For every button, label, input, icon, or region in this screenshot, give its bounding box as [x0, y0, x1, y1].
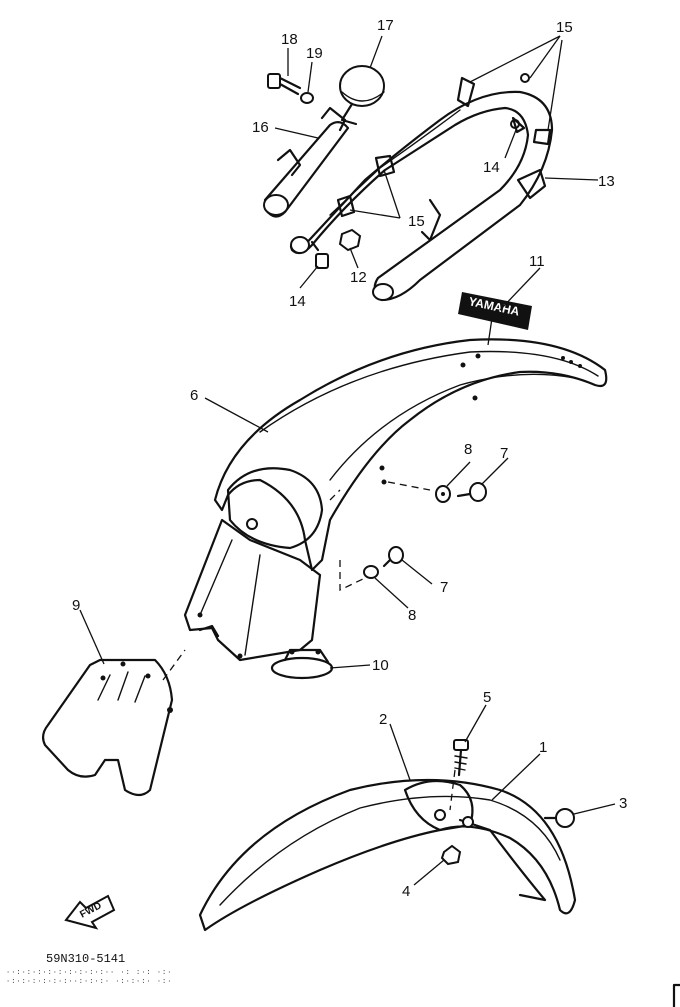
nut-12: [338, 228, 362, 252]
yamaha-emblem: YAMAHA: [458, 292, 532, 330]
callout-7-upper: 7: [500, 445, 508, 462]
callout-17: 17: [377, 17, 394, 34]
drawing-code-block: 59N310-5141 ··:·:·:·:·:·:·:·:·:·· ·: :·:…: [6, 952, 172, 986]
callout-15-top: 15: [556, 19, 573, 36]
callout-16: 16: [252, 119, 269, 136]
callout-18: 18: [281, 31, 298, 48]
bolt-18: [267, 73, 302, 96]
corner-mark: [672, 983, 680, 1007]
tail-light: [339, 65, 385, 126]
callout-8-lower: 8: [408, 607, 416, 624]
fwd-arrow-icon: FWD: [64, 894, 116, 930]
washer-19: [300, 92, 314, 104]
scan-noise: ··:·:·:·:·:·:·:·:·:·· ·: :·: ·:·: [6, 969, 172, 977]
washer-8-upper: [435, 485, 451, 503]
callout-14-lower: 14: [289, 293, 306, 310]
screw-7-lower: [382, 546, 404, 568]
callout-12: 12: [350, 269, 367, 286]
callout-9: 9: [72, 597, 80, 614]
front-fender: [198, 778, 577, 932]
bolt-4: [440, 844, 462, 866]
callout-4: 4: [402, 883, 410, 900]
callout-7-lower: 7: [440, 579, 448, 596]
bolt-14-lower: [310, 240, 329, 269]
leader-lines: [79, 35, 616, 886]
callout-10: 10: [372, 657, 389, 674]
scan-noise-2: ·:·:·:·:·:·:··:·:·:· ·:·:·:· ·:·: [6, 978, 172, 986]
callout-13: 13: [598, 173, 615, 190]
callout-11: 11: [529, 253, 545, 270]
callout-15-mid: 15: [408, 213, 425, 230]
callout-8-upper: 8: [464, 441, 472, 458]
callout-14-upper: 14: [483, 159, 500, 176]
callout-labels: 18 19 17 15 16 14 13 15 12 14 11 6 8 7 7…: [72, 17, 627, 900]
washer-8-lower: [363, 565, 379, 579]
bolt-14-upper: [511, 116, 526, 134]
callout-6: 6: [190, 387, 198, 404]
callout-19: 19: [306, 45, 323, 62]
rear-fender: [162, 338, 608, 811]
callout-2: 2: [379, 711, 387, 728]
bolt-3: [543, 808, 575, 828]
callout-5: 5: [483, 689, 491, 706]
bolt-5: [453, 739, 469, 777]
tail-light-bracket: [263, 106, 350, 218]
mud-flap-9: [41, 658, 174, 797]
drawing-code: 59N310-5141: [46, 952, 125, 966]
callout-3: 3: [619, 795, 627, 812]
screw-7-upper: [456, 482, 487, 502]
callout-1: 1: [539, 739, 547, 756]
